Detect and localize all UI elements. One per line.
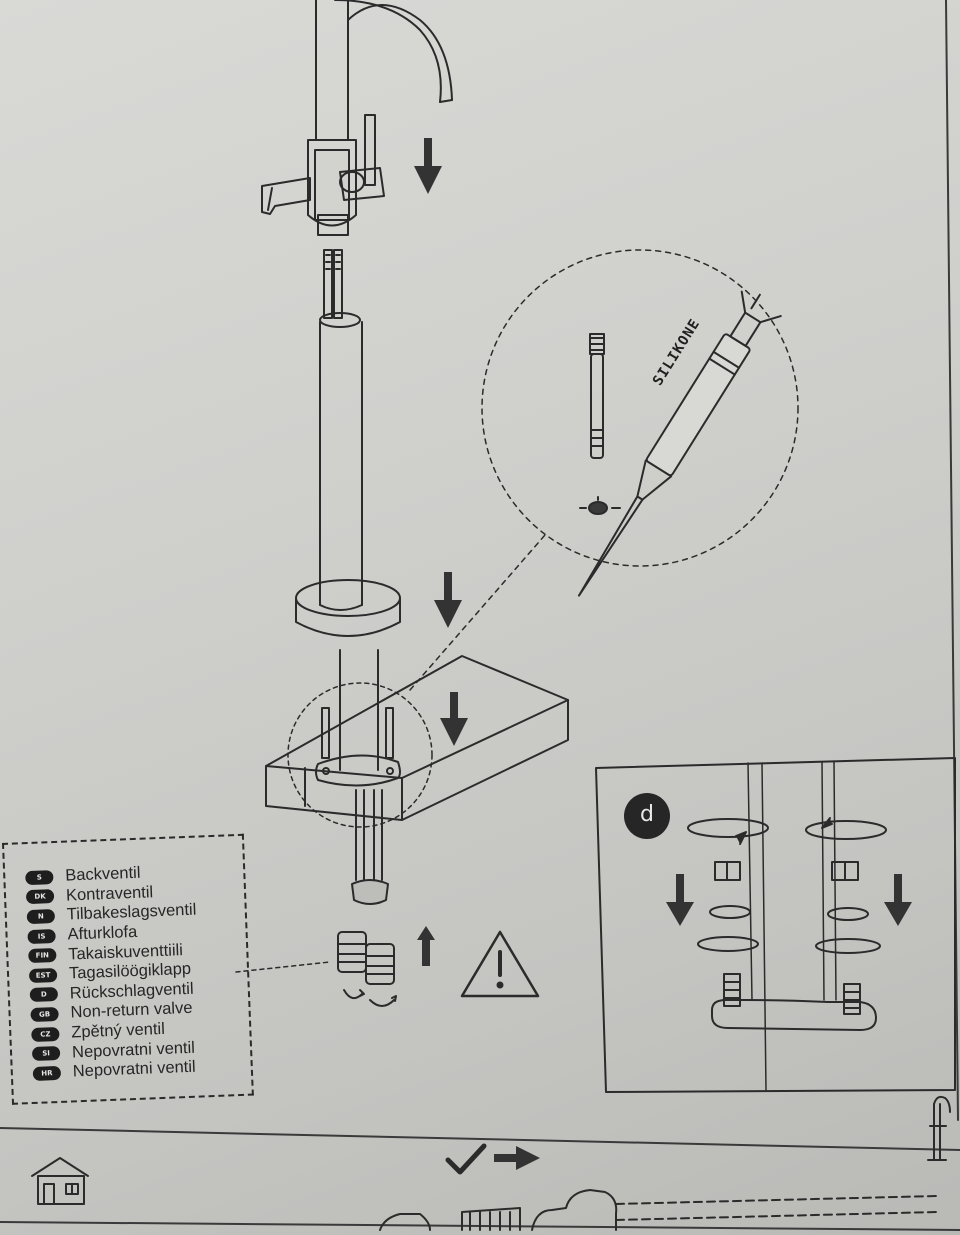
legend-name: Afturklofa: [67, 922, 138, 944]
country-code-badge: FIN: [28, 948, 57, 964]
down-arrow-icon-2: [434, 572, 462, 628]
legend-name: Nepovratni ventil: [72, 1057, 196, 1081]
detail-circle-large: [481, 249, 799, 567]
down-arrow-icon-4: [666, 874, 694, 926]
house-icon: [31, 1157, 89, 1205]
checkmark-icon: [445, 1143, 487, 1175]
nut-left: [714, 861, 741, 881]
country-code-badge: DK: [25, 889, 55, 905]
legend-name: Kontraventil: [65, 883, 154, 905]
down-arrow-icon-5: [884, 874, 912, 926]
up-arrow-icon: [417, 926, 435, 966]
washer-right: [827, 907, 869, 921]
non-return-valves: [337, 931, 397, 1007]
page-divider-line: [0, 1127, 960, 1151]
legend-leader: [235, 961, 331, 973]
rotate-arrow-icon-1: [687, 818, 769, 845]
page-right-edge: [945, 0, 959, 1121]
nut-right: [831, 861, 859, 881]
mounting-plate: [315, 707, 401, 787]
plate-washer-left: [697, 936, 759, 952]
plate-washer-right: [815, 938, 881, 954]
lower-column: [339, 649, 379, 771]
hose-connector: [379, 1189, 937, 1231]
floor-block: [265, 655, 569, 821]
detail-circle-small: [287, 682, 433, 828]
supply-hoses: [323, 249, 343, 319]
faucet-column: [319, 312, 363, 611]
country-code-badge: N: [26, 909, 56, 925]
under-pipes: [351, 789, 389, 905]
faucet-icon: [927, 1095, 951, 1161]
legend-name: Backventil: [64, 864, 141, 885]
down-arrow-icon-3: [440, 692, 468, 746]
country-code-badge: HR: [32, 1065, 62, 1081]
country-code-badge: GB: [30, 1006, 59, 1022]
country-code-badge: CZ: [31, 1026, 60, 1042]
drill-hole: [579, 496, 621, 515]
country-code-badge: SI: [31, 1046, 61, 1062]
down-arrow-icon-1: [414, 138, 442, 194]
country-code-badge: EST: [28, 967, 58, 983]
anchor-pin: [589, 333, 605, 459]
country-code-badge: IS: [27, 928, 56, 944]
right-arrow-icon: [494, 1146, 540, 1170]
silicone-cartridge: [577, 290, 782, 597]
warning-icon: [460, 930, 540, 998]
faucet-top: [261, 0, 453, 236]
mounting-bracket: [711, 973, 877, 1031]
washer-left: [709, 905, 751, 919]
step-d-badge: d: [624, 793, 670, 839]
country-code-badge: S: [25, 869, 54, 885]
rotate-arrow-icon-2: [805, 817, 887, 840]
base-flange: [295, 579, 401, 637]
zoom-leader: [409, 534, 546, 691]
country-code-badge: D: [29, 987, 59, 1003]
